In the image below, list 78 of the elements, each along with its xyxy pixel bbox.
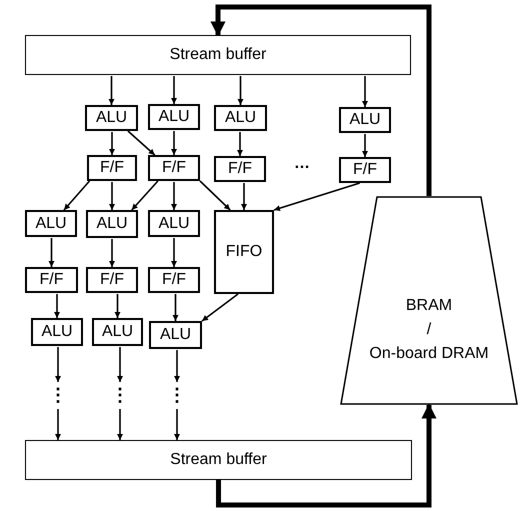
arrow	[55, 347, 61, 382]
unit-box	[87, 155, 137, 181]
arrow	[48, 238, 54, 267]
unit-box	[86, 267, 138, 293]
box-label: ALU	[96, 214, 128, 234]
arrow	[55, 409, 61, 440]
box-label: F/F	[162, 270, 186, 290]
stream-buffer-box	[25, 440, 412, 480]
unit-box	[149, 321, 202, 349]
unit-box	[339, 157, 391, 183]
unit-box	[214, 105, 267, 131]
arrow	[210, 4, 432, 196]
box-label: F/F	[228, 159, 252, 179]
arrow	[199, 180, 231, 211]
arrow	[216, 404, 436, 508]
arrow	[109, 239, 115, 267]
arrow	[274, 182, 360, 212]
unit-box	[148, 155, 200, 181]
box-label: FIFO	[226, 242, 262, 262]
horizontal-ellipsis: …	[294, 154, 310, 174]
box-label: ALU	[35, 214, 67, 234]
box-label: F/F	[353, 160, 377, 180]
box-label: F/F	[100, 270, 124, 290]
box-label: ALU	[41, 322, 73, 342]
unit-box	[214, 156, 266, 182]
arrow	[117, 347, 123, 382]
arrow	[362, 76, 368, 107]
arrow	[362, 134, 368, 157]
arrow	[171, 182, 177, 210]
arrow	[117, 409, 123, 440]
arrow	[109, 182, 115, 210]
arrow	[108, 76, 114, 105]
memory-label: BRAM	[406, 296, 452, 316]
unit-box	[339, 107, 391, 133]
box-label: ALU	[349, 110, 381, 130]
unit-box	[31, 318, 83, 346]
unit-box	[86, 210, 138, 238]
arrow	[171, 131, 177, 155]
arrow	[171, 238, 177, 267]
unit-box	[85, 105, 138, 131]
arrow	[114, 294, 120, 318]
arrow	[109, 132, 115, 155]
box-label: ALU	[160, 325, 192, 345]
arrow	[237, 132, 243, 156]
arrow	[238, 76, 244, 105]
arrow	[172, 294, 178, 321]
box-label: ALU	[102, 322, 134, 342]
stream-buffer-box	[25, 35, 411, 75]
unit-box	[148, 210, 200, 237]
unit-box	[92, 318, 143, 346]
box-label: F/F	[40, 270, 64, 290]
arrow	[54, 294, 60, 318]
arrow	[174, 409, 180, 440]
arrow	[127, 130, 156, 156]
memory-label: /	[426, 320, 432, 340]
unit-box	[148, 267, 200, 293]
arrow	[174, 350, 180, 382]
unit-box	[25, 267, 78, 293]
box-label: ALU	[158, 107, 190, 127]
arrow	[202, 293, 238, 322]
arrow	[171, 76, 177, 104]
vertical-ellipsis: ⋮	[168, 386, 186, 404]
box-label: F/F	[162, 158, 186, 178]
box-label: F/F	[100, 158, 124, 178]
vertical-ellipsis: ⋮	[49, 386, 67, 404]
unit-box	[25, 210, 77, 237]
vertical-ellipsis: ⋮	[111, 386, 129, 404]
box-label: ALU	[158, 214, 190, 234]
arrow	[63, 180, 90, 211]
box-label: ALU	[96, 108, 128, 128]
unit-box	[148, 104, 200, 130]
arrow	[131, 180, 158, 211]
memory-label: On-board DRAM	[369, 344, 489, 364]
box-label: Stream buffer	[170, 45, 266, 65]
box-label: Stream buffer	[170, 450, 267, 470]
arrow	[241, 183, 247, 210]
box-label: ALU	[224, 108, 256, 128]
fifo-box	[214, 210, 274, 294]
